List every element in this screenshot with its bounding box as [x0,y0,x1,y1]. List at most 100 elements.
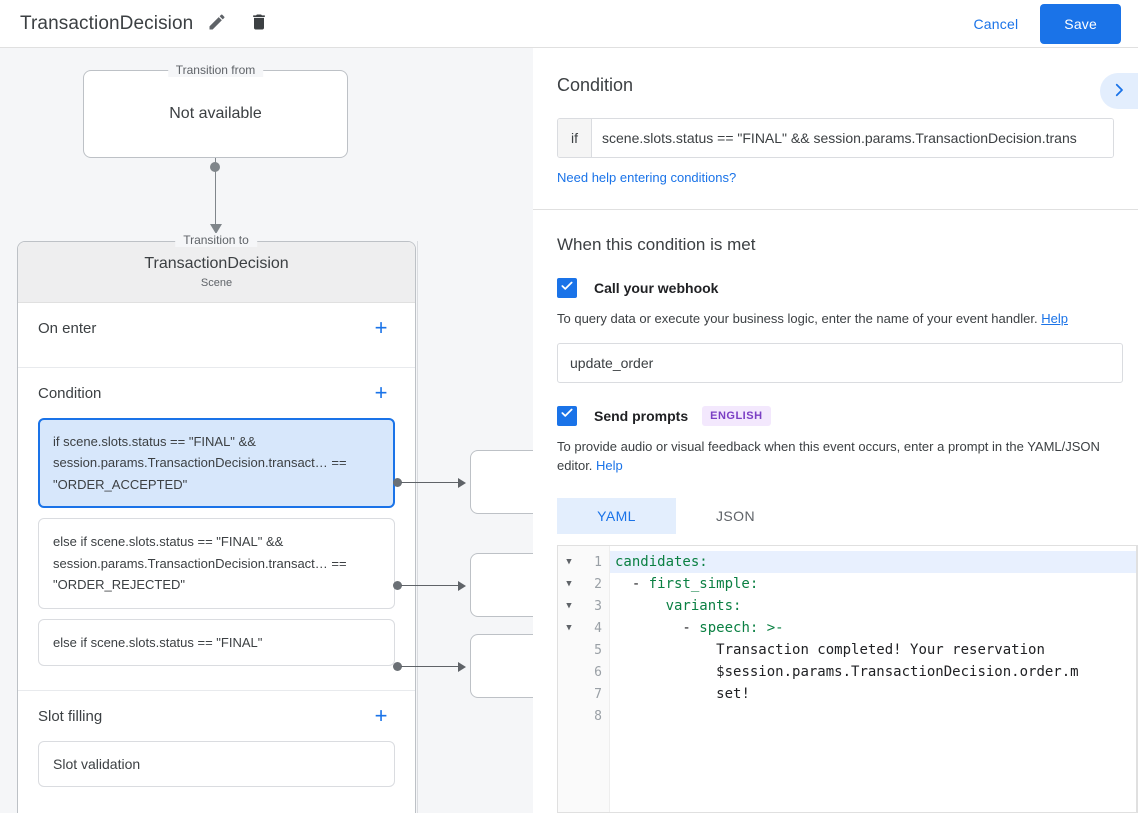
scene-name: TransactionDecision [144,255,289,272]
tab-json[interactable]: JSON [676,498,795,534]
code-token-key: speech [699,620,750,636]
gutter-row: ▼ 3 [558,595,609,617]
line-number: 3 [594,598,602,614]
send-prompts-checkbox[interactable] [557,405,577,426]
prompts-description-text: To provide audio or visual feedback when… [557,438,1100,473]
prompts-help-link[interactable]: Help [596,457,623,473]
scene-graph-canvas[interactable]: Transition from Not available Transition… [0,48,533,813]
call-webhook-checkbox[interactable] [557,278,577,298]
webhook-description: To query data or execute your business l… [557,310,1113,329]
add-condition-button[interactable]: + [367,379,395,407]
webhook-help-link[interactable]: Help [1041,311,1068,326]
canvas-vertical-guide [417,241,418,813]
line-number: 2 [594,576,602,592]
code-indent: - [615,620,700,636]
fold-arrow-icon[interactable]: ▼ [566,557,572,567]
connector-line [401,482,458,483]
condition-card-selected[interactable]: if scene.slots.status == "FINAL" && sess… [38,418,395,509]
cancel-button[interactable]: Cancel [960,7,1033,41]
line-number: 8 [594,708,602,724]
section-header-on-enter: On enter + [38,303,395,353]
slot-validation-card[interactable]: Slot validation [38,741,395,788]
code-token-key: variants [665,598,734,614]
chevron-right-icon [1110,81,1128,102]
connector-line [401,585,458,586]
top-app-bar: TransactionDecision Cancel Save [0,0,1138,48]
edit-name-button[interactable] [199,6,235,42]
transition-from-legend: Transition from [167,63,264,77]
scene-card: TransactionDecision Scene On enter + Con… [17,241,416,813]
line-number: 4 [594,620,602,636]
save-button[interactable]: Save [1040,3,1121,44]
page-title: TransactionDecision [20,12,194,34]
connector-dot [393,478,402,487]
code-line[interactable]: - first_simple: [610,573,1137,595]
pencil-icon [207,12,227,35]
code-line[interactable] [610,705,1137,727]
editor-format-tabs: YAML JSON [557,497,1114,534]
transition-arrow-head [210,224,222,234]
transition-from-box[interactable]: Transition from Not available [83,63,348,158]
code-line[interactable]: candidates: [610,551,1137,573]
add-slot-filling-button[interactable]: + [367,702,395,730]
condition-input[interactable] [592,119,1113,157]
section-on-enter: On enter + [18,303,415,368]
send-prompts-row: Send prompts ENGLISH [557,405,1114,426]
transition-to-legend: Transition to [175,233,257,247]
section-title-slot-filling: Slot filling [38,707,103,725]
condition-card[interactable]: else if scene.slots.status == "FINAL" &&… [38,518,395,609]
editor-scrollbar[interactable] [1136,546,1137,812]
editor-code-area[interactable]: candidates: - first_simple: variants: - … [610,546,1137,812]
code-token-rest: : [749,576,759,592]
expand-panel-button[interactable] [1100,73,1138,109]
transition-target-box[interactable] [470,450,533,514]
fold-arrow-icon[interactable]: ▼ [566,579,572,589]
when-condition-met-title: When this condition is met [557,235,756,254]
code-line[interactable]: set! [610,683,1137,705]
transition-target-box[interactable] [470,634,533,698]
check-icon [560,406,574,425]
language-badge: ENGLISH [702,405,771,426]
delete-button[interactable] [241,6,277,42]
need-help-conditions-link[interactable]: Need help entering conditions? [557,170,737,185]
condition-if-row[interactable]: if [557,118,1114,158]
code-token-rest: : [733,598,742,614]
scene-card-header[interactable]: TransactionDecision Scene [18,242,415,303]
transition-from-value: Not available [169,105,262,122]
code-indent [615,664,716,680]
gutter-row: ▼ 1 [558,551,609,573]
webhook-description-text: To query data or execute your business l… [557,311,1038,326]
code-indent [615,598,666,614]
trash-icon [249,12,269,35]
check-icon [560,279,574,298]
connector-dot [393,662,402,671]
code-line[interactable]: Transaction completed! Your reservation [610,639,1137,661]
code-line[interactable]: - speech: >- [610,617,1137,639]
send-prompts-label: Send prompts [594,407,689,424]
code-indent [615,642,716,658]
tab-yaml[interactable]: YAML [557,497,676,534]
code-line[interactable]: variants: [610,595,1137,617]
code-token-rest: : >- [749,620,784,636]
gutter-row: 6 [558,661,609,683]
code-line[interactable]: $session.params.TransactionDecision.orde… [610,661,1137,683]
line-number: 6 [594,664,602,680]
panel-header-row: Condition [557,48,1114,96]
code-token-rest: Transaction completed! Your reservation [716,642,1045,658]
yaml-editor[interactable]: ▼ 1 ▼ 2 ▼ 3 ▼ 4 5 6 7 8 [557,545,1138,813]
event-handler-input[interactable] [557,342,1123,383]
fold-arrow-icon[interactable]: ▼ [566,623,572,633]
code-token-key: candidates [615,554,700,570]
add-on-enter-button[interactable]: + [367,314,395,342]
connector-line [401,666,458,667]
condition-card[interactable]: else if scene.slots.status == "FINAL" [38,618,395,667]
connector-arrowhead [458,478,466,488]
line-number: 7 [594,686,602,702]
code-indent [615,686,716,702]
gutter-row: 8 [558,705,609,727]
code-token-rest: set! [716,686,750,702]
section-header-condition: Condition + [38,368,395,418]
fold-arrow-icon[interactable]: ▼ [566,601,572,611]
transition-arrow-line [215,158,216,230]
transition-target-box[interactable] [470,553,533,617]
